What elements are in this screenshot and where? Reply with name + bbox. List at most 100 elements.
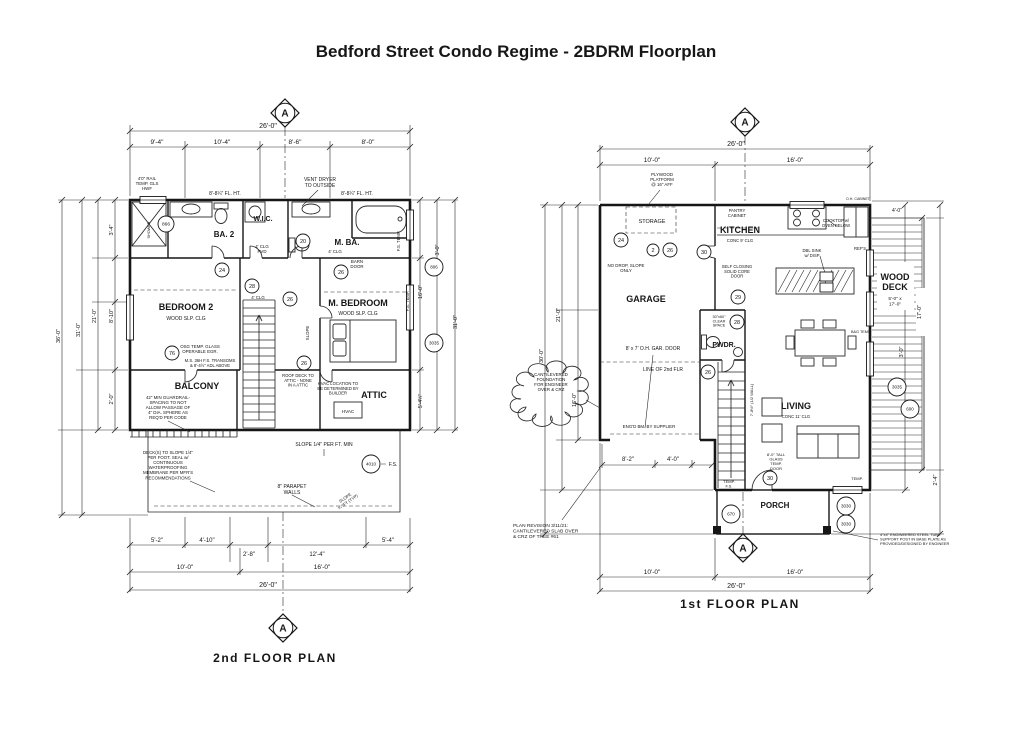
plan-annotation: 21'-0"	[556, 308, 562, 322]
plan-annotation: 8'-0"	[362, 139, 376, 146]
plan-annotation: LINE OF 2nd FLR	[643, 367, 683, 373]
plan-annotation: 3'-0"	[435, 244, 441, 255]
svg-text:26: 26	[287, 297, 293, 303]
svg-text:20: 20	[300, 239, 306, 245]
callout-tag-2: 2	[646, 243, 660, 257]
plan-annotation: 16'-0"	[418, 285, 424, 299]
plan-annotation: CONC 9' CLG	[727, 238, 753, 243]
plan-annotation: F.S. TEMP.	[396, 231, 401, 252]
plan-annotation: BA. 2	[214, 230, 235, 239]
kitchen-fixtures	[717, 206, 869, 295]
svg-text:24: 24	[618, 238, 624, 244]
plan-annotation: 5'-4"	[382, 538, 394, 544]
svg-text:26: 26	[301, 361, 307, 367]
plan-annotation: COOKTOP w/OVEN BELOW	[822, 218, 850, 228]
plan-annotation: B&G TEMP.	[851, 330, 871, 334]
living-dining-furniture	[761, 319, 860, 459]
plan-annotation: 30'-0"	[539, 349, 545, 363]
roof-deck-outline	[147, 430, 401, 513]
svg-text:29: 29	[735, 295, 741, 301]
first-floor-plan-title: 1st FLOOR PLAN	[680, 597, 800, 611]
plan-annotation: 26'-0"	[727, 141, 745, 148]
plan-annotation: 10'-0"	[644, 569, 661, 576]
plan-annotation: M.S. 36H F.S. TRANSOMS& 8'-4½" ADL ABOVE	[185, 358, 236, 368]
plan-annotation: SLOPE¼"/FT (TYP)	[334, 489, 359, 511]
svg-text:3035: 3035	[429, 341, 440, 346]
svg-text:76: 76	[169, 351, 175, 357]
plan-annotation: 4' CLG	[251, 295, 265, 300]
plan-annotation: 8' x 7' O.H. GAR. DOOR	[626, 346, 681, 352]
svg-text:30: 30	[767, 476, 773, 482]
section-marker-letter: A	[741, 118, 748, 129]
svg-text:3035: 3035	[892, 385, 903, 390]
plan-annotation: O.H. CABINET	[846, 197, 871, 201]
plan-annotation: 9'-4"	[151, 139, 165, 146]
plan-annotation: 26'-0"	[259, 123, 277, 130]
plan-annotation: 10'-0"	[177, 564, 194, 571]
plan-annotation: PWDR.	[712, 342, 735, 349]
svg-text:30: 30	[701, 250, 707, 256]
plan-annotation: 17'-0"	[917, 305, 923, 319]
plan-annotation: SHOWER	[147, 221, 151, 238]
plan-annotation: TEMP.F.S.	[723, 479, 735, 489]
callout-tag-600: 600	[900, 399, 920, 419]
plan-annotation: WOOD SLP. CLG	[166, 316, 205, 322]
callout-tag-76: 76	[164, 345, 180, 361]
plan-annotation: 4'-0"	[667, 457, 679, 463]
plan-annotation: 16'-0"	[787, 157, 804, 164]
callout-tag-29: 29	[730, 289, 746, 305]
svg-text:670: 670	[727, 512, 735, 517]
ceiling-slope-line	[134, 289, 406, 293]
svg-text:866: 866	[162, 222, 170, 228]
plan-annotation: 2'-4"	[933, 474, 939, 485]
plan-annotation: 3'-4"	[109, 224, 115, 235]
plan-annotation: 31'-0"	[453, 315, 459, 329]
callout-tag-24: 24	[613, 232, 629, 248]
plan-annotation: 5'-4¼"	[418, 394, 424, 408]
section-marker-a-top: A	[730, 107, 760, 137]
sheet-title: Bedford Street Condo Regime - 2BDRM Floo…	[316, 42, 716, 61]
section-marker-letter: A	[279, 624, 286, 635]
svg-text:28: 28	[249, 284, 255, 290]
plan-annotation: 16'-0"	[314, 564, 331, 571]
callout-tag-28: 28	[729, 314, 745, 330]
section-cut-line	[742, 136, 746, 534]
plan-annotation: 4'-10"	[199, 538, 214, 544]
second-floor-leaders	[167, 189, 386, 508]
powder-room-fixtures	[701, 334, 743, 357]
porch-outline	[713, 489, 831, 535]
plan-annotation: 7'-8½" (1/2 WALL)	[749, 383, 754, 416]
callout-tag-28: 28	[244, 278, 260, 294]
plan-annotation: 10'-4"	[214, 139, 231, 146]
plan-annotation: 8'-8¼" FL. HT.	[209, 191, 241, 197]
garage-dashed-lines	[600, 206, 700, 435]
plan-annotation: ENG'D BM. BY SUPPLIER	[623, 424, 675, 429]
svg-text:26: 26	[705, 370, 711, 376]
second-floor-stairs	[242, 299, 276, 429]
plan-annotation: HVAC	[342, 409, 355, 414]
callout-tag-24: 24	[214, 262, 230, 278]
plan-annotation: WOOD SLP. CLG	[338, 311, 377, 317]
first-floor-leaders	[561, 189, 879, 541]
first-floor-dimension-lines	[540, 145, 944, 595]
plan-annotation: KITCHEN	[720, 225, 760, 235]
plan-annotation: 12'-4"	[309, 552, 324, 558]
callout-tag-4010: 4010	[361, 454, 381, 474]
plan-annotation: REF'S	[854, 246, 866, 251]
plan-annotation: 3'-0"	[899, 346, 905, 357]
callout-tag-30: 30	[696, 244, 712, 260]
callout-tag-26: 26	[700, 364, 716, 380]
plan-annotation: M. BEDROOM	[328, 298, 388, 308]
second-floor-doors	[184, 245, 333, 383]
